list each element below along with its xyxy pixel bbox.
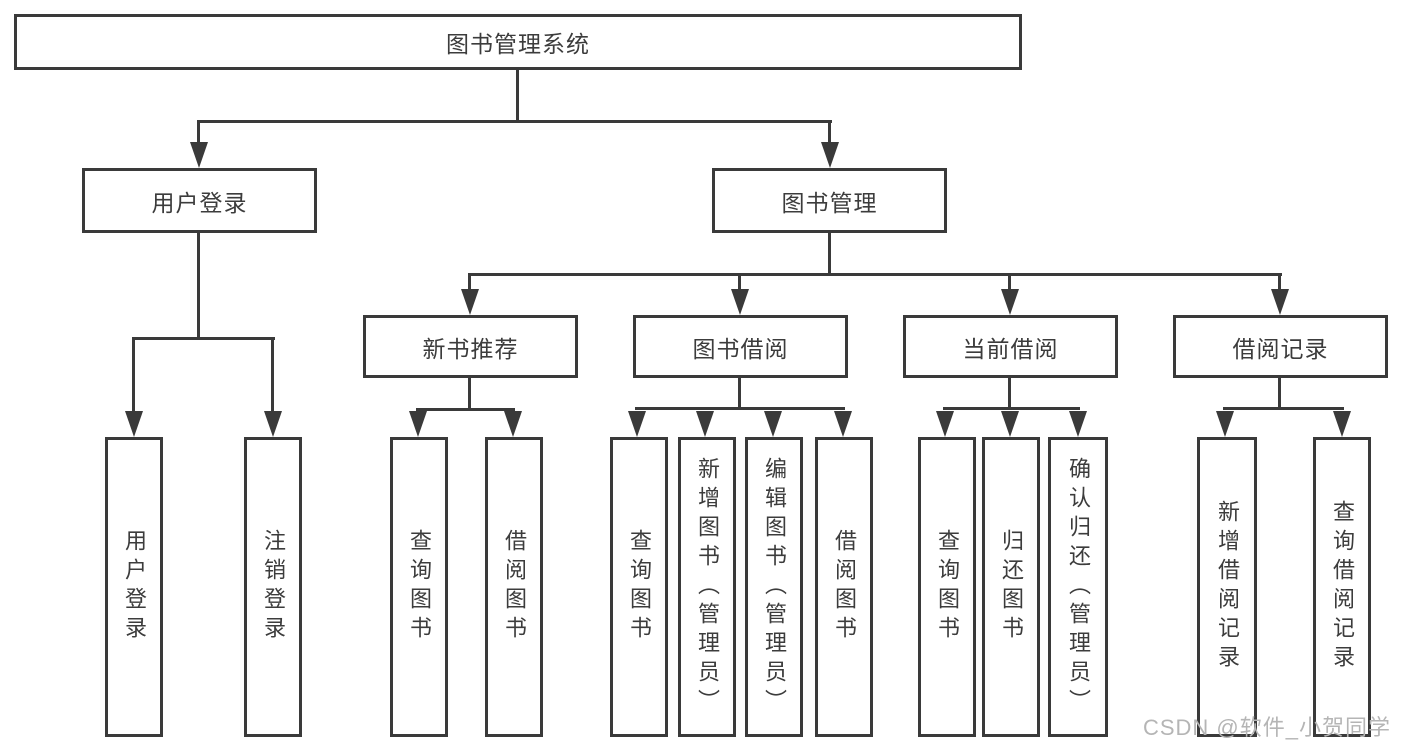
node-label: 图书借阅 bbox=[692, 335, 789, 362]
arrowhead-icon bbox=[409, 411, 427, 437]
arrowhead-icon bbox=[504, 411, 522, 437]
leaf-return-books: 归还图书 bbox=[982, 437, 1040, 737]
connector-stub bbox=[1008, 273, 1011, 291]
node-user-login: 用户登录 bbox=[82, 168, 317, 233]
connector-stub bbox=[132, 337, 135, 413]
node-label: 图书管理 bbox=[781, 189, 878, 216]
connector-stub bbox=[271, 337, 274, 413]
connector-bar bbox=[635, 407, 845, 410]
connector-bar bbox=[468, 273, 1282, 276]
connector-stub bbox=[1278, 273, 1281, 291]
connector-stub bbox=[197, 120, 200, 144]
node-label: 当前借阅 bbox=[962, 335, 1059, 362]
arrowhead-icon bbox=[1069, 411, 1087, 437]
connector-bar bbox=[132, 337, 275, 340]
arrowhead-icon bbox=[1001, 411, 1019, 437]
arrowhead-icon bbox=[1271, 289, 1289, 315]
arrowhead-icon bbox=[264, 411, 282, 437]
node-label: 用户登录 bbox=[151, 189, 248, 216]
leaf-query-books-recommend: 查询图书 bbox=[390, 437, 448, 737]
node-label: 新书推荐 bbox=[422, 335, 519, 362]
arrowhead-icon bbox=[731, 289, 749, 315]
arrowhead-icon bbox=[190, 142, 208, 168]
leaf-query-borrow-record: 查询借阅记录 bbox=[1313, 437, 1371, 737]
leaf-add-borrow-record: 新增借阅记录 bbox=[1197, 437, 1257, 737]
node-current-borrowing: 当前借阅 bbox=[903, 315, 1118, 378]
connector-bar bbox=[1223, 407, 1344, 410]
node-book-management: 图书管理 bbox=[712, 168, 947, 233]
connector-stub bbox=[738, 273, 741, 291]
node-book-borrowing: 图书借阅 bbox=[633, 315, 848, 378]
leaf-add-books-admin: 新增图书（管理员） bbox=[678, 437, 736, 737]
node-new-book-recommend: 新书推荐 bbox=[363, 315, 578, 378]
arrowhead-icon bbox=[696, 411, 714, 437]
connector-root-stem bbox=[516, 70, 519, 122]
arrowhead-icon bbox=[1001, 289, 1019, 315]
connector-stem bbox=[738, 378, 741, 410]
connector-stub bbox=[468, 273, 471, 291]
connector-stem bbox=[197, 233, 200, 340]
leaf-borrow-books-recommend: 借阅图书 bbox=[485, 437, 543, 737]
arrowhead-icon bbox=[1333, 411, 1351, 437]
node-label: 借阅记录 bbox=[1232, 335, 1329, 362]
leaf-confirm-return-admin: 确认归还（管理员） bbox=[1048, 437, 1108, 737]
node-library-management-system: 图书管理系统 bbox=[14, 14, 1022, 70]
arrowhead-icon bbox=[764, 411, 782, 437]
arrowhead-icon bbox=[125, 411, 143, 437]
leaf-logout-login: 注销登录 bbox=[244, 437, 302, 737]
connector-bar bbox=[943, 407, 1080, 410]
connector-stem bbox=[468, 378, 471, 411]
connector-stem bbox=[828, 233, 831, 276]
connector-bar bbox=[416, 408, 515, 411]
arrowhead-icon bbox=[834, 411, 852, 437]
leaf-user-login: 用户登录 bbox=[105, 437, 163, 737]
leaf-borrow-books-borrowing: 借阅图书 bbox=[815, 437, 873, 737]
connector-root-bar bbox=[197, 120, 832, 123]
node-borrowing-records: 借阅记录 bbox=[1173, 315, 1388, 378]
arrowhead-icon bbox=[821, 142, 839, 168]
arrowhead-icon bbox=[936, 411, 954, 437]
csdn-watermark: CSDN @软件_小贺同学 bbox=[1142, 715, 1391, 740]
leaf-edit-books-admin: 编辑图书（管理员） bbox=[745, 437, 803, 737]
connector-stem bbox=[1008, 378, 1011, 410]
connector-stem bbox=[1278, 378, 1281, 410]
connector-stub bbox=[828, 120, 831, 144]
leaf-query-books-current: 查询图书 bbox=[918, 437, 976, 737]
node-label: 图书管理系统 bbox=[446, 31, 590, 57]
arrowhead-icon bbox=[461, 289, 479, 315]
leaf-query-books-borrowing: 查询图书 bbox=[610, 437, 668, 737]
arrowhead-icon bbox=[628, 411, 646, 437]
arrowhead-icon bbox=[1216, 411, 1234, 437]
